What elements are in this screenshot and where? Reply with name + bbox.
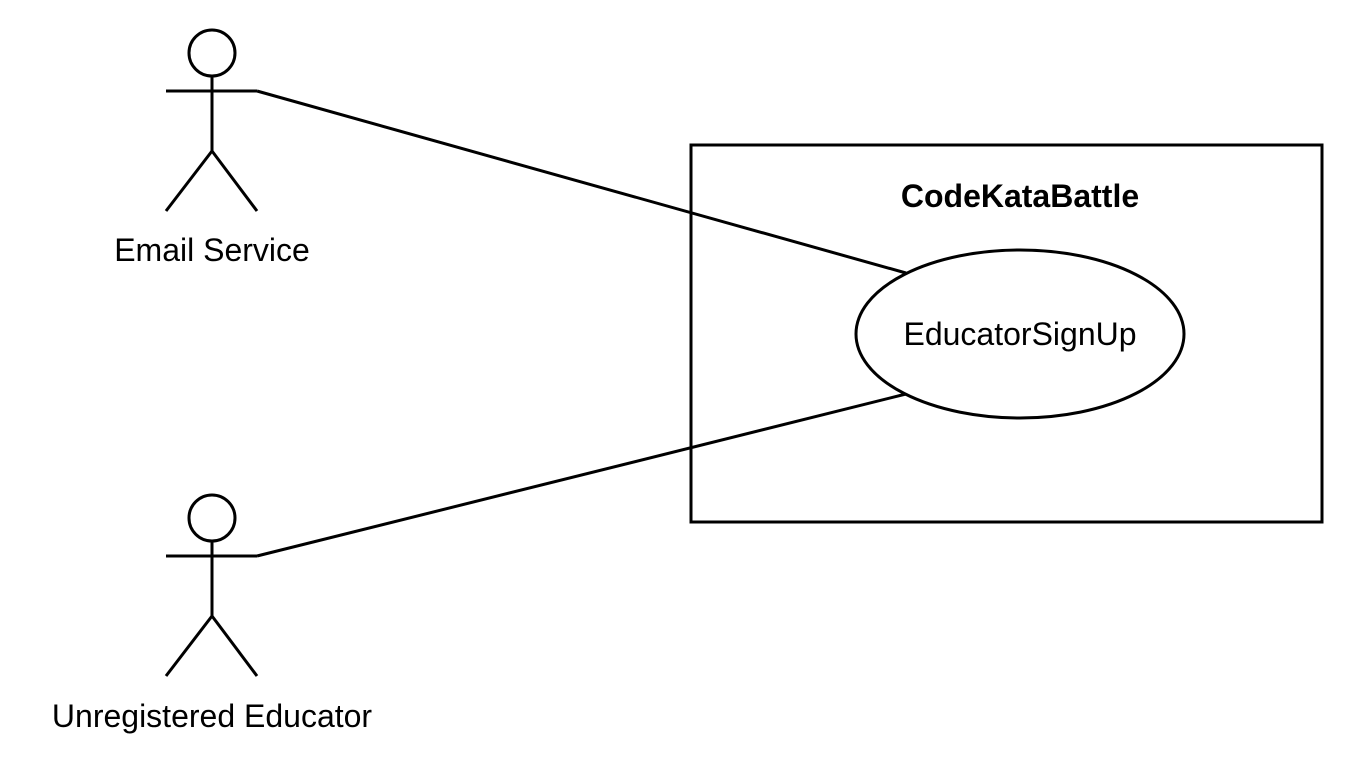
system-title: CodeKataBattle: [901, 178, 1139, 214]
actor-label: Email Service: [114, 232, 310, 268]
system-boundary: CodeKataBattle: [689, 143, 1324, 524]
stick-figure-icon: [164, 28, 259, 212]
association-unregistered-educator-educator-signup: [256, 392, 907, 558]
actor-email-service: Email Service: [114, 28, 310, 268]
stick-figure-icon: [164, 493, 259, 677]
association-email-service-educator-signup: [256, 89, 907, 275]
system-boundary-box: [689, 143, 1324, 524]
actor-unregistered-educator: Unregistered Educator: [52, 493, 373, 734]
use-case-label: EducatorSignUp: [903, 316, 1136, 352]
use-case-ellipse: [854, 248, 1186, 420]
use-case-educator-signup: EducatorSignUp: [854, 248, 1186, 420]
actor-label: Unregistered Educator: [52, 698, 373, 734]
